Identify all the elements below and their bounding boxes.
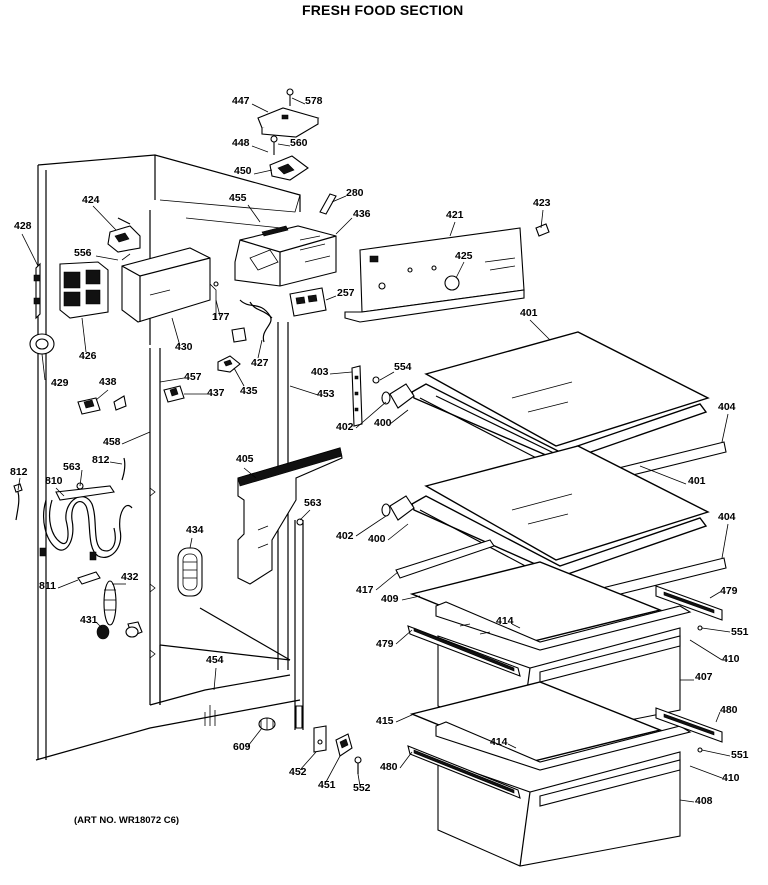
callout-414a: 414 [496, 615, 514, 627]
top-cover-assembly [257, 88, 337, 215]
light-bulb-423 [535, 223, 550, 237]
callout-458: 458 [103, 436, 121, 448]
callout-409: 409 [381, 593, 399, 605]
callout-280: 280 [346, 187, 364, 199]
callout-429: 429 [51, 377, 69, 389]
callout-427: 427 [251, 357, 269, 369]
callout-400a: 400 [374, 417, 392, 429]
control-assembly [33, 217, 219, 323]
lower-pan-assembly [407, 681, 723, 867]
callout-448: 448 [232, 137, 250, 149]
callout-408: 408 [695, 795, 713, 807]
bracket-403 [351, 365, 380, 427]
callout-551a: 551 [731, 626, 749, 638]
callout-435: 435 [240, 385, 258, 397]
callout-404b: 404 [718, 511, 736, 523]
leader-lines [17, 97, 731, 803]
art-number: (ART NO. WR18072 C6) [74, 815, 180, 826]
callout-415: 415 [376, 715, 394, 727]
callout-457: 457 [184, 371, 202, 383]
callout-404a: 404 [718, 401, 736, 413]
light-shield-421 [344, 227, 525, 323]
callout-812a: 812 [92, 454, 110, 466]
callout-431: 431 [80, 614, 98, 626]
callout-402a: 402 [336, 421, 354, 433]
callout-479b: 479 [376, 638, 394, 650]
callout-480b: 480 [380, 761, 398, 773]
cabinet-outline [35, 154, 304, 761]
callout-563b: 563 [304, 497, 322, 509]
callout-428: 428 [14, 220, 32, 232]
wiring-parts [217, 287, 327, 373]
callout-401b: 401 [688, 475, 706, 487]
callout-437: 437 [207, 387, 225, 399]
callout-556: 556 [74, 247, 92, 259]
callout-551b: 551 [731, 749, 749, 761]
callout-177: 177 [212, 311, 230, 323]
callout-410b: 410 [722, 772, 740, 784]
callout-423: 423 [533, 197, 551, 209]
callout-417: 417 [356, 584, 374, 596]
callout-424: 424 [82, 194, 100, 206]
callout-812b: 812 [10, 466, 28, 478]
callout-400b: 400 [368, 533, 386, 545]
callout-452: 452 [289, 766, 307, 778]
callout-401a: 401 [520, 307, 538, 319]
callout-480a: 480 [720, 704, 738, 716]
callout-455: 455 [229, 192, 247, 204]
callout-578: 578 [305, 95, 323, 107]
callout-560: 560 [290, 137, 308, 149]
callout-425: 425 [455, 250, 473, 262]
callout-403: 403 [311, 366, 329, 378]
callout-447: 447 [232, 95, 250, 107]
parts-lower-left [77, 547, 203, 640]
fan-housing-436 [234, 225, 337, 287]
callout-810: 810 [45, 475, 63, 487]
socket-429 [29, 333, 55, 355]
callout-402b: 402 [336, 530, 354, 542]
callout-454: 454 [206, 654, 224, 666]
bracket-405 [237, 447, 343, 585]
callout-labels: 447 578 448 560 450 280 455 436 424 421 423 428 556 4… [10, 95, 749, 807]
heater-810 [13, 457, 133, 561]
callout-811: 811 [39, 580, 56, 592]
callout-436: 436 [353, 208, 371, 220]
callout-609: 609 [233, 741, 251, 753]
small-parts-left [77, 385, 185, 415]
callout-257: 257 [337, 287, 355, 299]
callout-405: 405 [236, 453, 254, 465]
callout-453: 453 [317, 388, 335, 400]
callout-450: 450 [234, 165, 252, 177]
bottom-small-parts [258, 705, 362, 774]
callout-434: 434 [186, 524, 204, 536]
callout-438: 438 [99, 376, 117, 388]
callout-430: 430 [175, 341, 193, 353]
page-title: FRESH FOOD SECTION [302, 2, 464, 18]
callout-552: 552 [353, 782, 371, 794]
callout-426: 426 [79, 350, 97, 362]
callout-451: 451 [318, 779, 336, 791]
callout-410a: 410 [722, 653, 740, 665]
callout-563a: 563 [63, 461, 81, 473]
callout-414b: 414 [490, 736, 508, 748]
callout-432: 432 [121, 571, 139, 583]
callout-421: 421 [446, 209, 464, 221]
callout-554: 554 [394, 361, 412, 373]
callout-407: 407 [695, 671, 713, 683]
rail-417 [395, 539, 495, 579]
callout-479a: 479 [720, 585, 738, 597]
